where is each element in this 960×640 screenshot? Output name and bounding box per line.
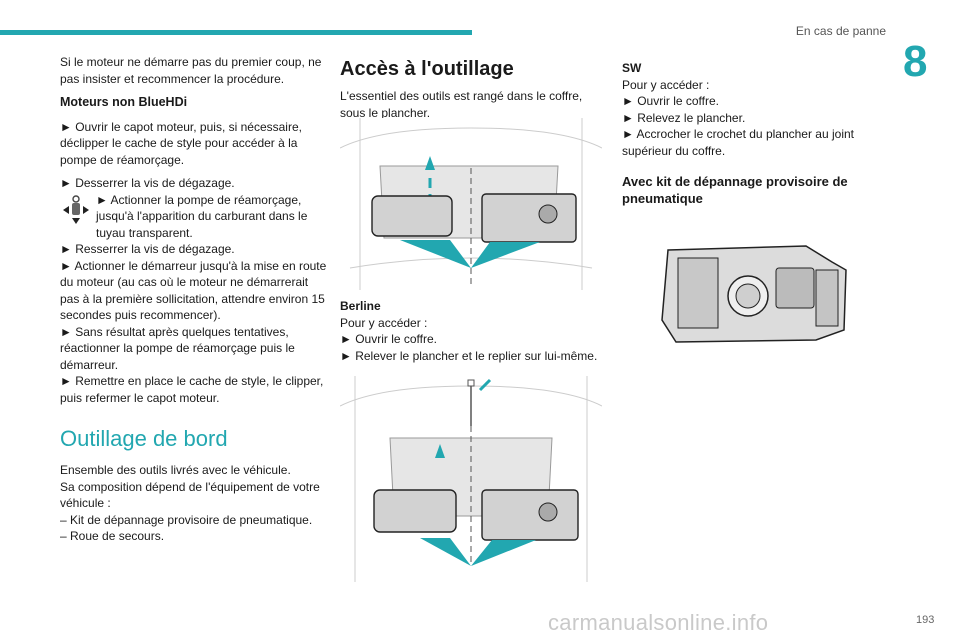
step-2: ► Desserrer la vis de dégazage. (60, 176, 235, 190)
chapter-number: 8 (903, 37, 928, 86)
berline-label: Berline (340, 299, 381, 313)
header-bar (0, 30, 472, 35)
intro-text: Si le moteur ne démarre pas du premier c… (60, 55, 322, 86)
step-4: ► Resserrer la vis de dégazage. (60, 242, 235, 256)
trunk-figure-top (339, 118, 603, 290)
sw-step: ► Ouvrir le coffre. (622, 94, 720, 108)
watermark: carmanualsonline.info (548, 610, 769, 635)
step-1: ► Ouvrir le capot moteur, puis, si néces… (60, 119, 302, 167)
page-number: 193 (916, 614, 935, 626)
sw-step: ► Accrocher le crochet du plancher au jo… (622, 127, 855, 158)
kit-heading: Avec kit de dépannage provisoire de pneu… (622, 174, 848, 206)
berline-intro: Pour y accéder : (340, 315, 428, 330)
sw-step: ► Relevez le plancher. (622, 110, 746, 125)
left-column: Si le moteur ne démarre pas du premier c… (60, 54, 328, 545)
section-title: En cas de panne (795, 24, 886, 38)
list-item: – Roue de secours. (60, 529, 165, 543)
pump-icon (63, 194, 89, 224)
body-line-1: Ensemble des outils livrés avec le véhic… (60, 463, 291, 477)
repair-kit-figure (656, 240, 852, 350)
step-3: ► Actionner la pompe de réamorçage, jusq… (96, 192, 308, 240)
step-5: ► Actionner le démarreur jusqu'à la mise… (60, 258, 327, 323)
trunk-figure-bottom (339, 366, 603, 582)
sw-section: SW Pour y accéder : ► Ouvrir le coffre. … (622, 60, 892, 207)
subheading-non-bluehdi: Moteurs non BlueHDi (60, 95, 188, 109)
berline-step: ► Ouvrir le coffre. (340, 332, 438, 346)
step-6: ► Sans résultat après quelques tentative… (60, 324, 295, 372)
pump-step: ► Actionner la pompe de réamorçage, jusq… (60, 192, 328, 242)
list-item: – Kit de dépannage provisoire de pneumat… (60, 512, 313, 527)
step-7: ► Remettre en place le cache de style, l… (60, 374, 324, 405)
berline-section: Berline Pour y accéder : ► Ouvrir le cof… (340, 298, 610, 364)
body-line-2: Sa composition dépend de l'équipement de… (60, 479, 320, 511)
middle-column: Accès à l'outillage L'essentiel des outi… (340, 58, 608, 128)
heading-acces: Accès à l'outillage (340, 58, 514, 80)
berline-step: ► Relever le plancher et le replier sur … (340, 348, 598, 363)
acces-body: L'essentiel des outils est rangé dans le… (340, 89, 583, 120)
sw-intro: Pour y accéder : (622, 77, 710, 92)
sw-label: SW (622, 61, 642, 75)
heading-outillage: Outillage de bord (60, 426, 228, 451)
